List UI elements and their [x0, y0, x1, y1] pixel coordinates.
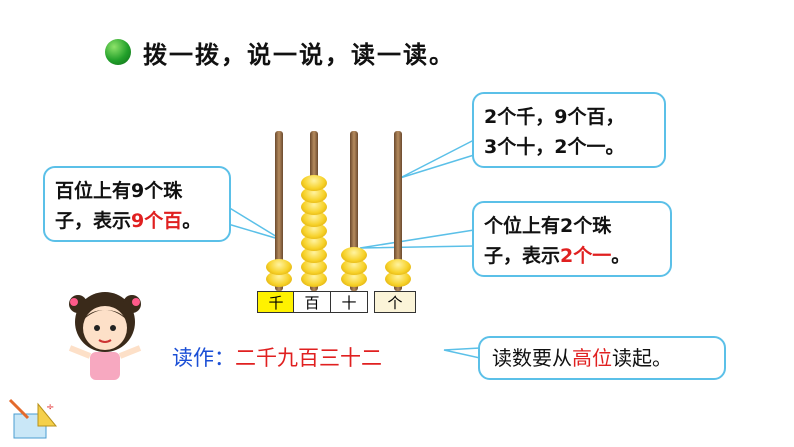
- left-callout: 百位上有9个珠 子，表示9个百。: [43, 166, 231, 242]
- abacus-bead: [266, 259, 292, 275]
- abacus-bead: [341, 247, 367, 263]
- green-bullet-icon: [105, 39, 131, 65]
- reading-line: 读作：二千九百三十二: [172, 342, 382, 372]
- abacus-bead: [266, 271, 292, 287]
- place-label: 千: [257, 291, 295, 313]
- tip-pointer: [443, 347, 480, 359]
- read-value: 二千九百三十二: [235, 346, 382, 370]
- stationery-icon: ÷: [8, 396, 60, 442]
- abacus-bead: [301, 175, 327, 191]
- abacus-bead: [301, 223, 327, 239]
- abacus-rod: [350, 131, 358, 291]
- abacus-bead: [341, 259, 367, 275]
- abacus-bead: [301, 199, 327, 215]
- abacus-rod: [275, 131, 283, 291]
- abacus-bead: [301, 271, 327, 287]
- right-callout: 个位上有2个珠 子，表示2个一。: [472, 201, 672, 277]
- place-label: 十: [330, 291, 368, 313]
- abacus-bead: [385, 259, 411, 275]
- abacus-rod: [394, 131, 402, 291]
- tip-callout: 读数要从高位读起。: [478, 336, 726, 380]
- abacus-bead: [301, 187, 327, 203]
- svg-text:÷: ÷: [46, 402, 54, 413]
- read-label: 读作：: [172, 346, 235, 370]
- top-right-callout-pointer: [399, 139, 475, 179]
- instruction-row: 拨一拨，说一说，读一读。: [105, 30, 455, 74]
- place-label: 百: [293, 291, 331, 313]
- abacus-bead: [341, 271, 367, 287]
- abacus-bead: [385, 271, 411, 287]
- abacus-bead: [301, 247, 327, 263]
- top-right-callout: 2个千，9个百， 3个十，2个一。: [472, 92, 666, 168]
- right-callout-pointer: [359, 229, 475, 249]
- left-callout-pointer: [227, 206, 283, 241]
- abacus-bead: [301, 235, 327, 251]
- abacus-bead: [301, 259, 327, 275]
- girl-avatar: [60, 282, 150, 382]
- instruction-title: 拨一拨，说一说，读一读。: [143, 40, 455, 69]
- place-label: 个: [374, 291, 416, 313]
- abacus-bead: [301, 211, 327, 227]
